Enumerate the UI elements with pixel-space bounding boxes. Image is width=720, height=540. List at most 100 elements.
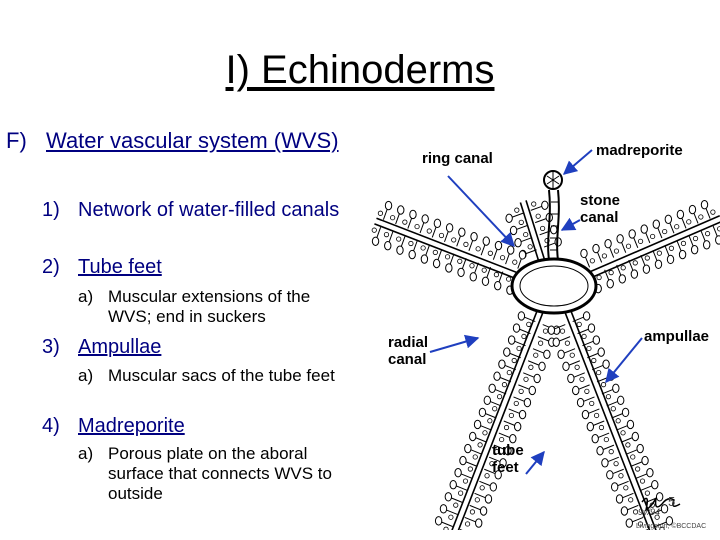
- ampulla-bulb: [616, 234, 624, 244]
- ampulla-bulb: [396, 245, 404, 255]
- tube-foot: [644, 490, 650, 496]
- outline-item-number: 1): [42, 199, 60, 221]
- ampulla-bulb: [434, 516, 443, 526]
- outline-item-number: 2): [42, 256, 60, 278]
- tube-foot: [533, 352, 539, 358]
- tube-foot: [574, 364, 580, 370]
- tube-foot: [542, 328, 549, 334]
- tube-foot: [493, 272, 500, 278]
- tube-foot: [710, 209, 716, 215]
- ampulla-bulb: [445, 263, 453, 273]
- ampulla-bulb: [397, 205, 405, 215]
- tube-foot: [487, 418, 493, 424]
- ampulla-bulb: [651, 480, 659, 490]
- tube-foot: [632, 260, 638, 266]
- outline-item-text: Ampullae: [78, 336, 162, 358]
- outline-subitem-number: a): [78, 366, 94, 385]
- outline-item-4: 4) Madreporite: [42, 414, 362, 438]
- ampulla-bulb: [678, 249, 687, 260]
- ampulla-bulb: [586, 421, 595, 432]
- label-madreporite: madreporite: [596, 142, 683, 159]
- tube-foot: [674, 224, 680, 230]
- outline-item-2: 2) Tube feet: [42, 255, 362, 279]
- outline-item-number: 4): [42, 415, 60, 437]
- tube-foot: [535, 213, 541, 219]
- ampulla-bulb: [628, 229, 636, 239]
- tube-foot: [596, 369, 602, 376]
- tube-foot: [608, 270, 614, 276]
- tube-foot: [579, 376, 585, 382]
- label-stone-canal: stone canal: [580, 192, 621, 226]
- label-ring-canal: ring canal: [422, 150, 493, 167]
- ampulla-bulb: [592, 335, 601, 345]
- tube-foot: [506, 276, 512, 282]
- tube-foot: [559, 328, 566, 334]
- ampulla-bulb: [493, 371, 501, 381]
- ampulla-bulb: [469, 272, 477, 282]
- ampulla-bulb: [587, 323, 596, 333]
- signature-scrawl: [641, 497, 681, 512]
- ampulla-bulb: [596, 446, 604, 456]
- tube-foot: [586, 345, 592, 352]
- ampulla-bulb: [533, 373, 541, 384]
- tube-foot: [489, 461, 495, 467]
- ampulla-bulb: [509, 225, 518, 236]
- tube-foot: [463, 241, 469, 247]
- image-credit: Livingston, ©BCCDAC: [636, 523, 707, 530]
- ampulla-bulb: [421, 214, 429, 224]
- ampulla-bulb: [483, 395, 492, 406]
- ampulla-bulb: [592, 243, 600, 254]
- tube-foot: [618, 473, 624, 479]
- tube-foot: [503, 424, 510, 431]
- tube-foot: [603, 436, 609, 443]
- ring-canal: [510, 257, 598, 315]
- tube-foot: [527, 244, 533, 250]
- tube-foot: [472, 454, 478, 460]
- tube-foot: [467, 466, 473, 472]
- tube-foot: [390, 215, 396, 221]
- ampulla-bulb: [512, 323, 521, 333]
- outline-subitem-text: Porous plate on the aboral surface that …: [108, 444, 332, 503]
- tube-foot: [482, 430, 488, 436]
- tube-foot: [620, 430, 626, 436]
- tube-foot: [564, 340, 570, 346]
- ampulla-bulb: [541, 200, 549, 210]
- tube-foot: [496, 394, 503, 400]
- tube-foot: [601, 253, 608, 259]
- outline-heading: F) Water vascular system (WVS): [6, 127, 346, 154]
- tube-foot: [680, 240, 687, 246]
- ampulla-bulb: [543, 349, 551, 360]
- radial-arm: [547, 303, 674, 540]
- ampulla-bulb: [665, 516, 674, 526]
- tube-foot: [692, 235, 699, 242]
- ampulla-bulb: [498, 359, 506, 369]
- tube-foot: [518, 388, 524, 394]
- ampulla-bulb: [482, 236, 490, 246]
- tube-foot: [654, 514, 660, 520]
- tube-foot: [479, 485, 485, 491]
- tube-foot: [620, 265, 626, 271]
- tube-foot: [596, 274, 602, 281]
- ampulla-bulb: [616, 395, 625, 406]
- outline-heading-number: F): [6, 128, 27, 153]
- tube-foot: [656, 250, 662, 256]
- ampulla-bulb: [612, 383, 620, 393]
- madreporite-plate: [543, 170, 563, 190]
- ampulla-bulb: [690, 244, 699, 255]
- label-radial-canal: radial canal: [388, 334, 429, 368]
- ampulla-bulb: [620, 506, 629, 516]
- ampulla-bulb: [655, 492, 664, 502]
- radial-arm: [371, 200, 528, 295]
- ampulla-bulb: [640, 224, 648, 234]
- tube-foot: [526, 321, 532, 327]
- tube-foot: [538, 340, 544, 346]
- ampulla-bulb: [371, 236, 380, 246]
- tube-foot: [499, 436, 505, 443]
- ampulla-bulb: [550, 224, 558, 235]
- tube-foot: [462, 478, 469, 484]
- tube-foot: [615, 418, 621, 424]
- ampulla-bulb: [702, 240, 711, 250]
- ampulla-bulb: [557, 349, 565, 360]
- outline-subitem-2a: a) Muscular extensions of the WVS; end i…: [78, 287, 358, 327]
- tube-foot: [605, 394, 612, 400]
